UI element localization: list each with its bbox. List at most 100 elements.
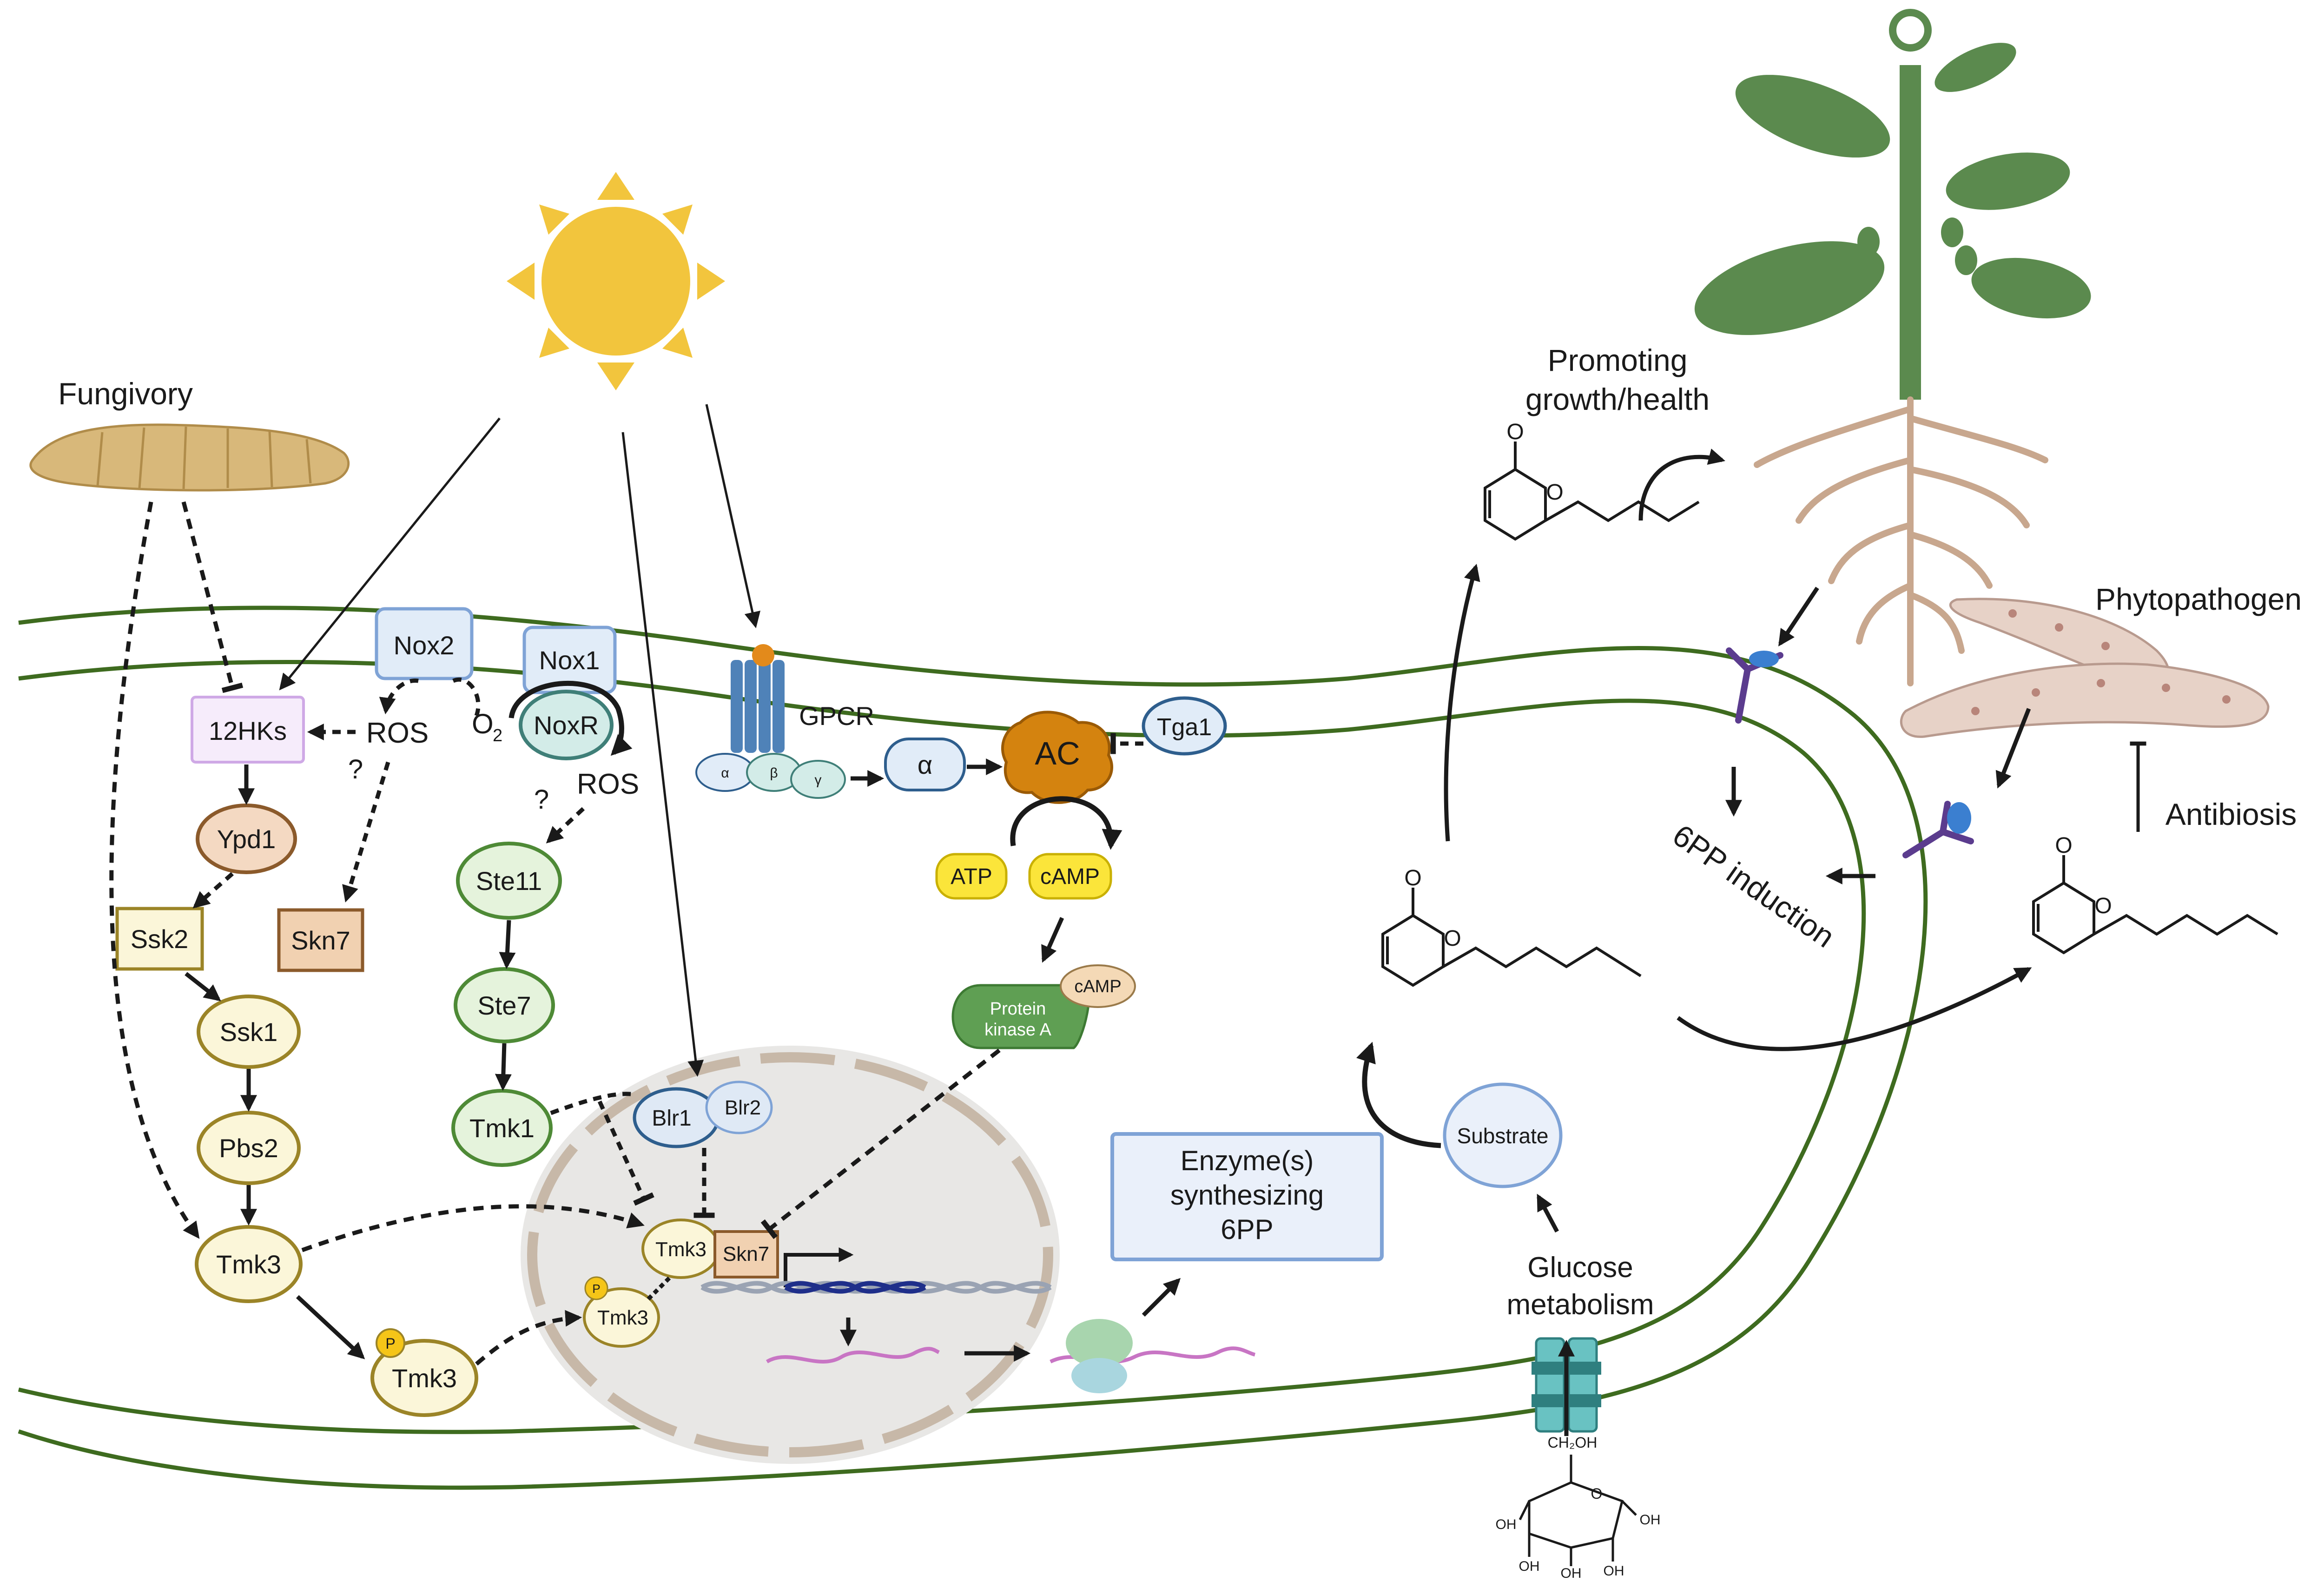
glucose-oh-4: OH bbox=[1604, 1563, 1624, 1579]
fungivory-label: Fungivory bbox=[58, 376, 193, 411]
nox1-label: Nox1 bbox=[539, 646, 600, 675]
sun-icon bbox=[507, 172, 725, 390]
receptor-icon-right bbox=[1902, 801, 1974, 858]
tmk1-label: Tmk1 bbox=[469, 1114, 535, 1143]
ypd1-to-ssk2 bbox=[192, 872, 234, 909]
ros-label-left: ROS bbox=[366, 717, 429, 749]
ac-label: AC bbox=[1035, 735, 1080, 771]
noxr-label: NoxR bbox=[534, 711, 599, 740]
6pp-molecule-middle bbox=[1381, 888, 1642, 987]
gpcr-receptor-icon bbox=[731, 644, 785, 753]
enzyme-label-line3: 6PP bbox=[1221, 1214, 1273, 1245]
phospho-badge-nuc-label: P bbox=[592, 1282, 600, 1296]
pbs2-node bbox=[197, 1111, 301, 1185]
camp-label: cAMP bbox=[1040, 864, 1100, 889]
enzyme-label-line1: Enzyme(s) bbox=[1181, 1145, 1314, 1176]
adenylyl-cyclase-node bbox=[1001, 711, 1114, 804]
6pp-right-ring-o: O bbox=[2094, 894, 2112, 918]
ros-to-skn7 bbox=[342, 761, 390, 903]
fungivory-inhibit-hks bbox=[181, 501, 244, 693]
tmk3-phospho-label: Tmk3 bbox=[392, 1364, 457, 1393]
g-beta-label: β bbox=[770, 765, 778, 781]
promoting-label-line1: Promoting bbox=[1548, 343, 1688, 377]
6pp-mid-ring-o: O bbox=[1444, 926, 1461, 951]
ste11-node bbox=[456, 842, 562, 920]
phospho-badge bbox=[376, 1328, 405, 1358]
ssk1-node bbox=[197, 995, 301, 1069]
ste7-label: Ste7 bbox=[477, 991, 531, 1020]
glucose-oh-2: OH bbox=[1519, 1559, 1540, 1574]
antibiosis-label: Antibiosis bbox=[2166, 797, 2297, 831]
substrate-label: Substrate bbox=[1457, 1124, 1549, 1148]
ste11-to-ste7 bbox=[499, 920, 516, 969]
light-arrow-2 bbox=[621, 432, 704, 1077]
blr2-node bbox=[705, 1081, 773, 1134]
ssk2-node bbox=[115, 907, 204, 971]
ste7-to-tmk1 bbox=[495, 1043, 512, 1091]
6pp-molecule-top bbox=[1484, 441, 1700, 541]
atp-label: ATP bbox=[951, 864, 992, 889]
transcription-start-arrow bbox=[784, 1247, 854, 1287]
receptor-icon bbox=[1726, 647, 1783, 724]
outer-membrane-line bbox=[18, 606, 1928, 1490]
atp-node bbox=[935, 853, 1008, 900]
ros-label-right: ROS bbox=[577, 768, 639, 800]
6pp-right-carbonyl-o: O bbox=[2055, 833, 2072, 858]
tmk3-label: Tmk3 bbox=[216, 1250, 281, 1279]
light-arrow-3 bbox=[705, 404, 761, 628]
glucose-metabolism-line1: Glucose bbox=[1527, 1252, 1633, 1284]
promoting-arrow bbox=[1638, 448, 1725, 521]
g-gamma-subunit bbox=[790, 760, 846, 799]
g-alpha-node bbox=[884, 738, 966, 791]
tmk3-node bbox=[195, 1225, 303, 1303]
pka-label-line1: Protein bbox=[990, 999, 1046, 1019]
blr1-label: Blr1 bbox=[652, 1106, 691, 1131]
ypd1-node bbox=[196, 804, 297, 874]
6pp-molecule-right bbox=[2032, 855, 2278, 955]
glucose-o-label: O bbox=[1591, 1485, 1603, 1502]
question-mark-right: ? bbox=[534, 784, 549, 815]
hks-label: 12HKs bbox=[209, 716, 287, 745]
6pp-mid-carbonyl-o: O bbox=[1404, 866, 1421, 890]
dna-helix-icon bbox=[700, 1281, 1052, 1294]
glucose-oh-3: OH bbox=[1561, 1566, 1582, 1581]
camp-to-pka bbox=[1041, 917, 1064, 963]
g-gamma-label: γ bbox=[815, 772, 822, 788]
enzyme-label-line2: synthesizing bbox=[1170, 1179, 1324, 1211]
skn7-left-label: Skn7 bbox=[291, 926, 350, 955]
mrna-icon bbox=[766, 1347, 940, 1364]
tmk3-nuc-phospho-label: Tmk3 bbox=[597, 1306, 648, 1329]
pathogen-hypha-icon bbox=[1900, 598, 2270, 738]
promoting-label-line2: growth/health bbox=[1525, 382, 1710, 416]
nox2-label: Nox2 bbox=[394, 631, 455, 660]
nox2-to-ros bbox=[452, 678, 481, 717]
glucose-structure bbox=[1519, 1455, 1637, 1566]
plant-icon bbox=[1694, 9, 2091, 686]
camp-pka-label: cAMP bbox=[1074, 977, 1121, 996]
o2-subscript: 2 bbox=[493, 726, 502, 745]
tga1-label: Tga1 bbox=[1157, 714, 1212, 741]
glucose-metabolism-line2: metabolism bbox=[1507, 1289, 1654, 1321]
nox2-node bbox=[375, 607, 474, 680]
phytopathogen-label: Phytopathogen bbox=[2095, 582, 2302, 616]
ros-to-ste11 bbox=[546, 807, 585, 843]
nox2-ros-arrow bbox=[379, 678, 419, 715]
6pp-top-ring-o: O bbox=[1546, 480, 1563, 505]
pka-inhibit bbox=[760, 1048, 1001, 1239]
substrate-to-6pp bbox=[1356, 1041, 1441, 1148]
substrate-node bbox=[1443, 1082, 1563, 1188]
glucose-oh-5: OH bbox=[1640, 1512, 1661, 1528]
6pp-top-carbonyl-o: O bbox=[1506, 420, 1524, 444]
skn7-left-node bbox=[277, 908, 364, 972]
o2-label: O bbox=[472, 708, 494, 739]
light-arrow-1 bbox=[279, 417, 501, 691]
tmk3-to-tmk3p bbox=[296, 1295, 365, 1359]
ribosome-to-enzyme bbox=[1142, 1278, 1181, 1317]
camp-pka-node bbox=[1060, 964, 1136, 1008]
ssk1-label: Ssk1 bbox=[220, 1017, 278, 1047]
fungivory-to-tmk3 bbox=[109, 501, 200, 1239]
ac-cycle-arrow bbox=[1010, 796, 1122, 850]
nuclear-envelope bbox=[527, 1052, 1053, 1457]
tmk3-nuc-inhibit bbox=[644, 1276, 671, 1303]
